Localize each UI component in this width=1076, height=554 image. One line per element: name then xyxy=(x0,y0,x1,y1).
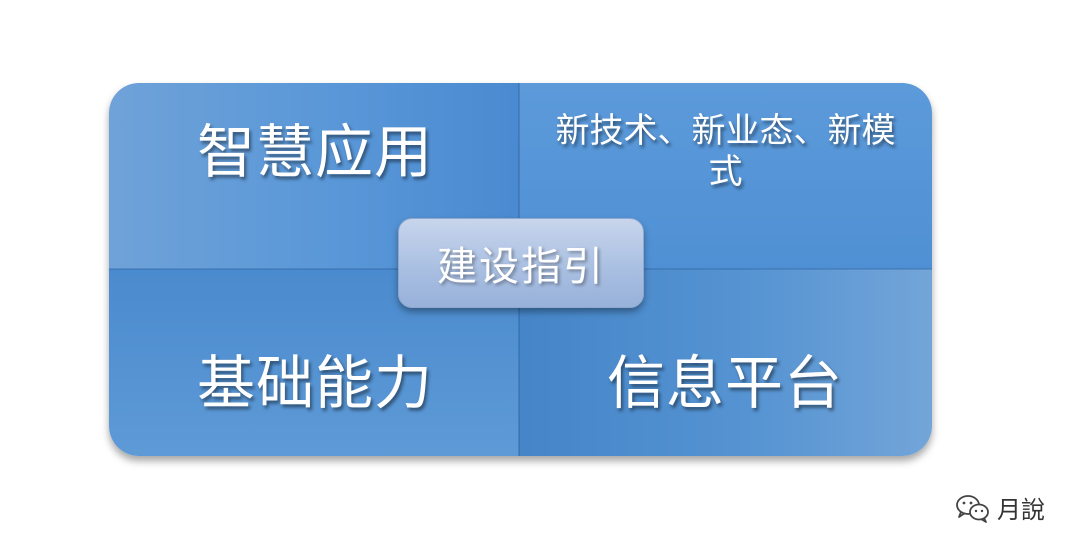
center-label-box: 建设指引 xyxy=(398,218,644,308)
watermark: 月說 xyxy=(955,490,1045,525)
center-label: 建设指引 xyxy=(437,244,605,290)
quadrant-bottom-left: 基础能力 xyxy=(109,269,519,456)
quadrant-top-right-label: 新技术、新业态、新模式 xyxy=(555,111,896,192)
watermark-text: 月說 xyxy=(997,496,1045,524)
quadrant-bottom-right-label: 信息平台 xyxy=(607,349,844,417)
quadrant-top-left-label: 智慧应用 xyxy=(197,118,434,186)
quadrant-top-left: 智慧应用 xyxy=(109,83,519,269)
wechat-icon xyxy=(955,493,991,523)
quadrant-top-right: 新技术、新业态、新模式 xyxy=(519,83,932,269)
quadrant-matrix: 智慧应用 新技术、新业态、新模式 基础能力 信息平台 xyxy=(109,83,932,456)
quadrant-bottom-left-label: 基础能力 xyxy=(197,349,434,417)
